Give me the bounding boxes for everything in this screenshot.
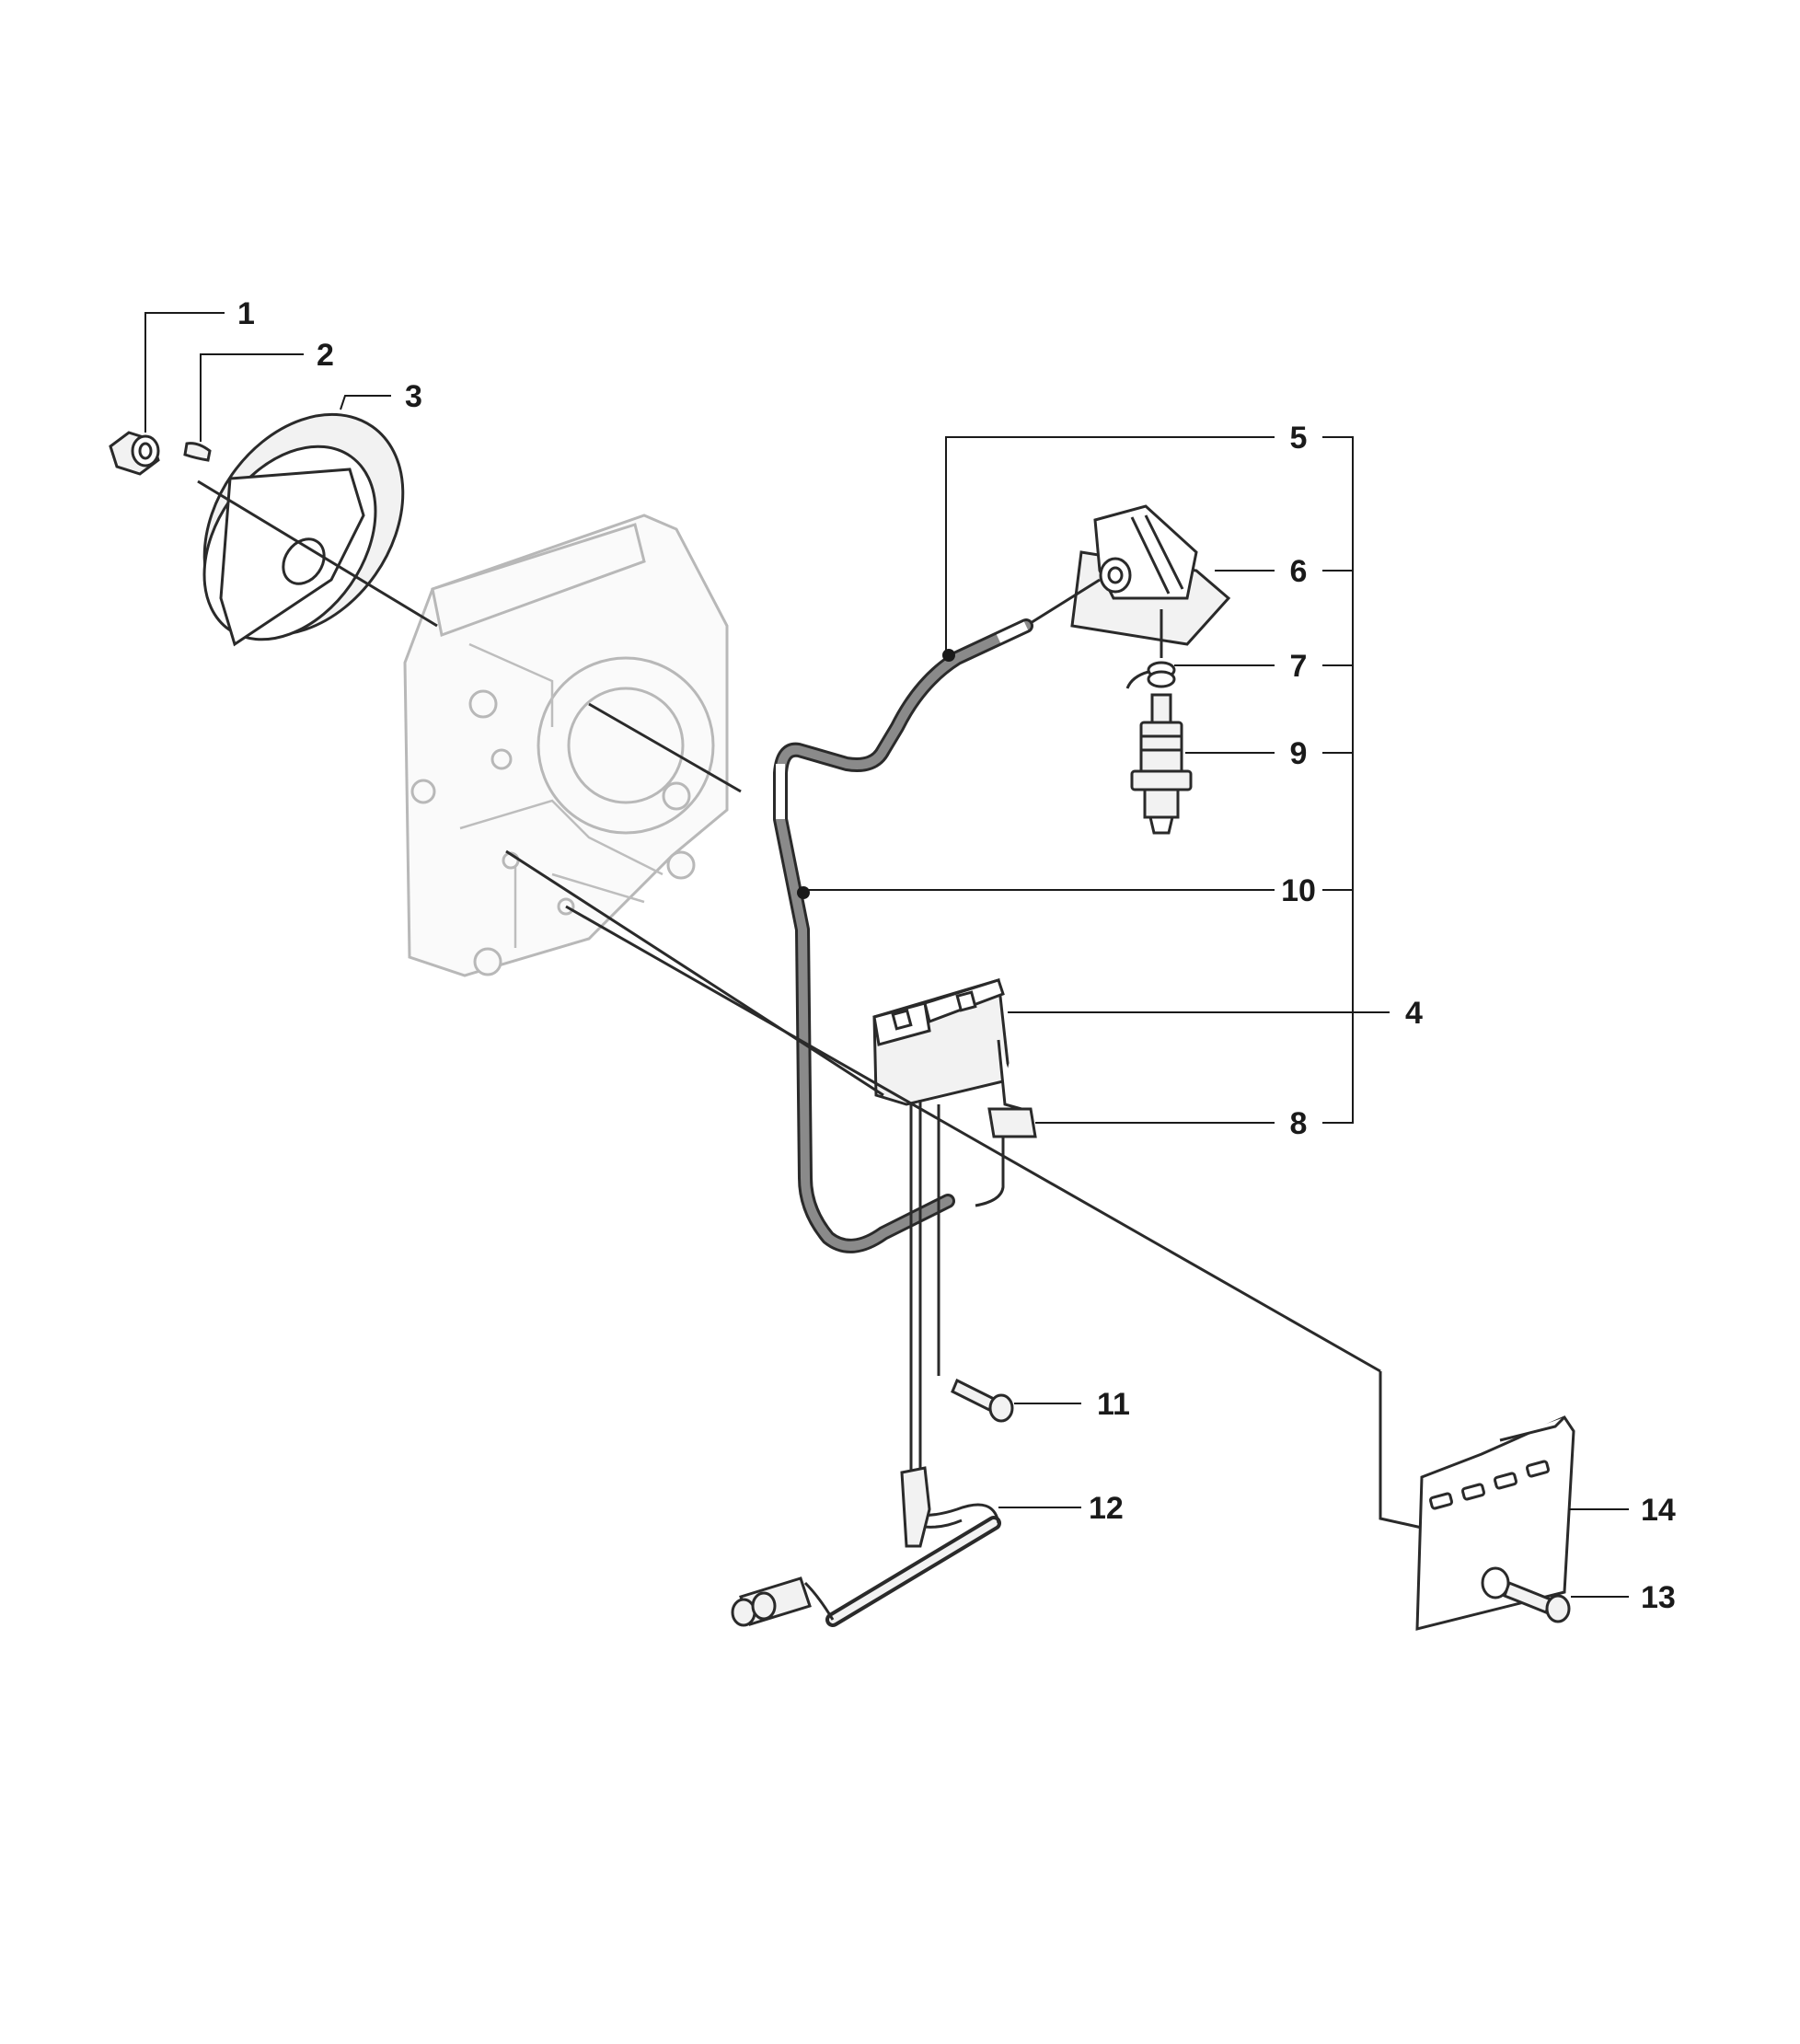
callout-14: 14 [1641,1493,1676,1528]
part-6-spark-plug-cap [1070,504,1231,646]
part-9-spark-plug [1130,693,1193,835]
assembly-axis-line [197,479,438,628]
callout-2: 2 [317,338,334,373]
part-1-nut [109,431,160,476]
part-4-ignition-module [872,978,1037,1138]
assembly-axis-line [588,702,742,793]
callout-3: 3 [405,379,422,414]
leader-lines [144,312,1629,1598]
part-10-ignition-lead [773,618,1033,1253]
callout-1: 1 [237,296,255,331]
callout-labels: 1 2 3 5 6 7 9 10 4 8 11 12 14 13 [237,296,1676,1615]
part-14-cover-plate [1415,1415,1575,1631]
module-wire [975,1137,1005,1207]
callout-9: 9 [1290,736,1308,771]
callout-10: 10 [1281,873,1316,908]
crankcase-housing [403,514,729,977]
callout-5: 5 [1290,421,1308,456]
callout-7: 7 [1290,649,1308,684]
callout-13: 13 [1641,1580,1676,1615]
callout-8: 8 [1290,1106,1308,1141]
callout-4: 4 [1405,996,1423,1031]
part-7-spring [1125,661,1176,689]
callout-6: 6 [1290,554,1308,589]
bracket-axis-line [1379,1371,1423,1530]
part-3-flywheel [202,412,405,647]
assembly-axis-line [565,905,1381,1373]
part-13-screw [1503,1581,1571,1623]
callout-11: 11 [1097,1387,1130,1422]
part-2-key [183,442,212,462]
callout-12: 12 [1089,1491,1124,1526]
part-11-screw [951,1378,1014,1423]
assembly-axis-line [505,849,884,1097]
part-12-short-circuit-cable [731,1466,1001,1627]
cap-to-lead-line [1025,578,1101,628]
